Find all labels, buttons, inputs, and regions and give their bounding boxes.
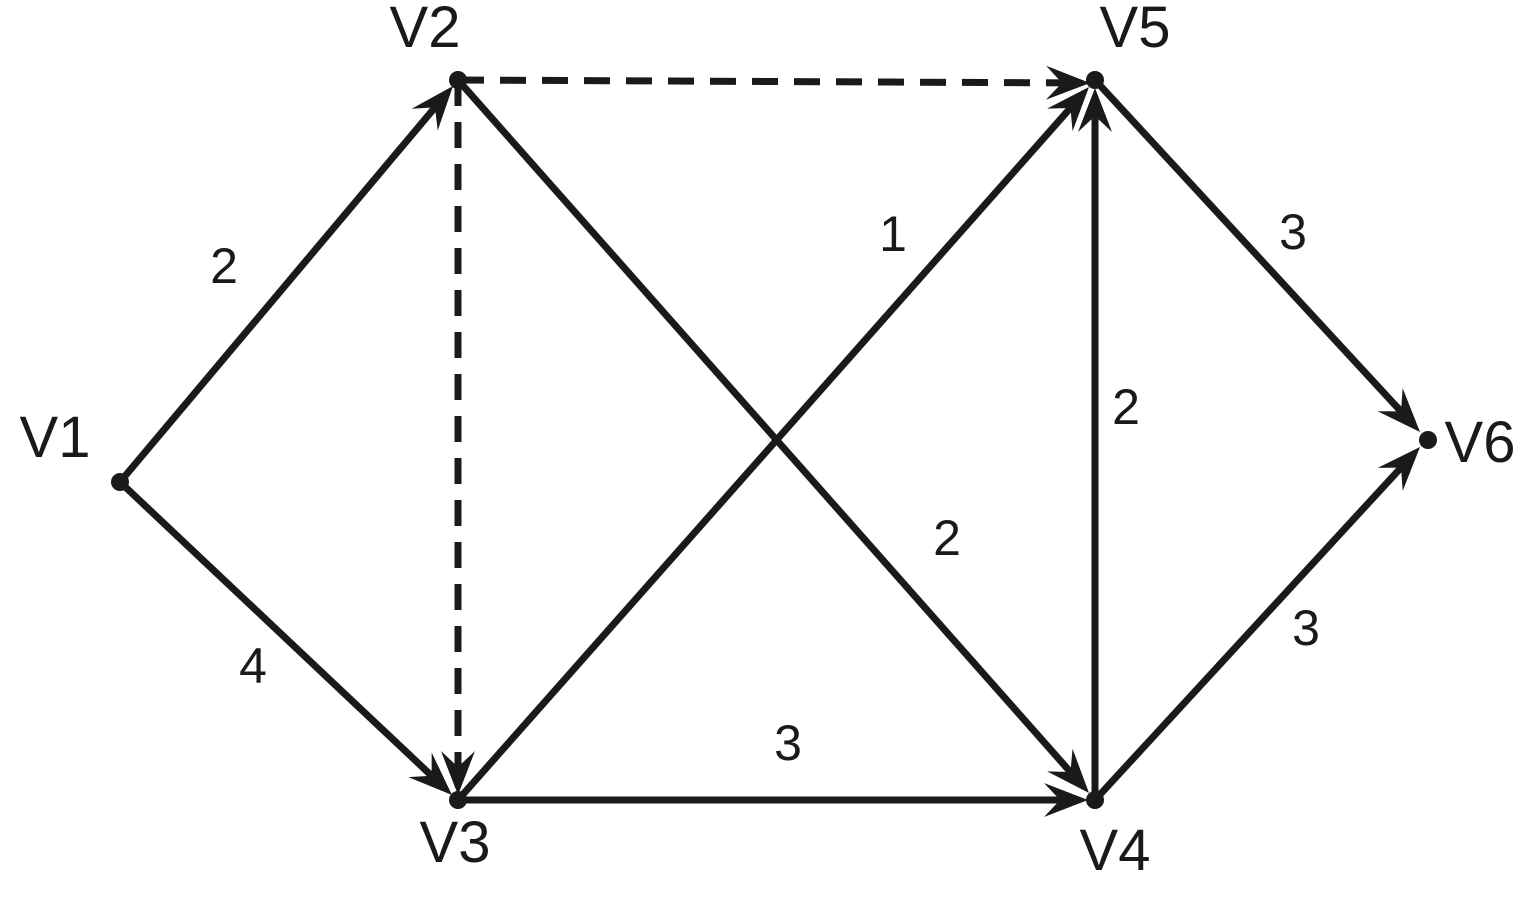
edge-v2-v5 (457, 65, 1090, 100)
edges-layer (117, 65, 1420, 817)
arrowhead-v2-v3 (441, 751, 475, 795)
edge-line-v2-v5 (457, 76, 1063, 87)
edge-weight-v1-v3: 4 (239, 638, 267, 694)
node-label-v5: V5 (1100, 0, 1171, 60)
edge-weight-v4-v6: 3 (1292, 600, 1320, 656)
node-label-v3: V3 (420, 810, 491, 875)
edge-weight-v3-v5: 1 (879, 206, 907, 262)
arrowhead-v1-v2 (411, 86, 453, 131)
arrowhead-v4-v5 (1078, 88, 1112, 132)
arrowhead-v4-v6 (1377, 447, 1420, 491)
edge-line-v3-v5 (455, 105, 1074, 803)
node-label-v4: V4 (1080, 818, 1151, 883)
edge-weight-v1-v2: 2 (210, 238, 238, 294)
edge-v1-v2 (117, 86, 453, 485)
node-v1 (111, 473, 129, 491)
arrowhead-v2-v4 (1047, 748, 1089, 793)
node-label-v2: V2 (390, 0, 461, 60)
edge-v2-v4 (455, 77, 1089, 793)
edge-v2-v3 (441, 80, 475, 795)
arrowhead-v3-v5 (1047, 87, 1089, 132)
edge-weight-v5-v6: 3 (1279, 204, 1307, 260)
node-label-v6: V6 (1445, 410, 1516, 475)
node-v5 (1086, 71, 1104, 89)
node-v2 (449, 71, 467, 89)
edge-line-v1-v2 (117, 105, 438, 485)
arrowhead-v1-v3 (408, 752, 452, 795)
edge-line-v5-v6 (1092, 77, 1404, 414)
edge-v3-v4 (458, 783, 1088, 817)
edge-weight-v3-v4: 3 (774, 715, 802, 771)
node-v3 (449, 791, 467, 809)
edge-v4-v6 (1092, 447, 1420, 803)
arrowhead-v5-v6 (1377, 388, 1420, 432)
arrowhead-v2-v5 (1045, 65, 1090, 100)
edge-line-v1-v3 (117, 479, 435, 779)
node-label-v1: V1 (20, 405, 91, 470)
edge-v4-v5 (1078, 88, 1112, 800)
nodes-layer (111, 71, 1437, 809)
edge-v3-v5 (455, 87, 1089, 803)
edge-weight-v4-v5: 2 (1112, 379, 1140, 435)
node-v6 (1419, 431, 1437, 449)
edge-v5-v6 (1092, 77, 1420, 432)
arrowhead-v3-v4 (1044, 783, 1088, 817)
edge-v1-v3 (117, 479, 452, 795)
edge-weight-v2-v4: 2 (933, 510, 961, 566)
node-v4 (1086, 791, 1104, 809)
edge-line-v4-v6 (1092, 465, 1404, 803)
edge-line-v2-v4 (455, 77, 1074, 775)
